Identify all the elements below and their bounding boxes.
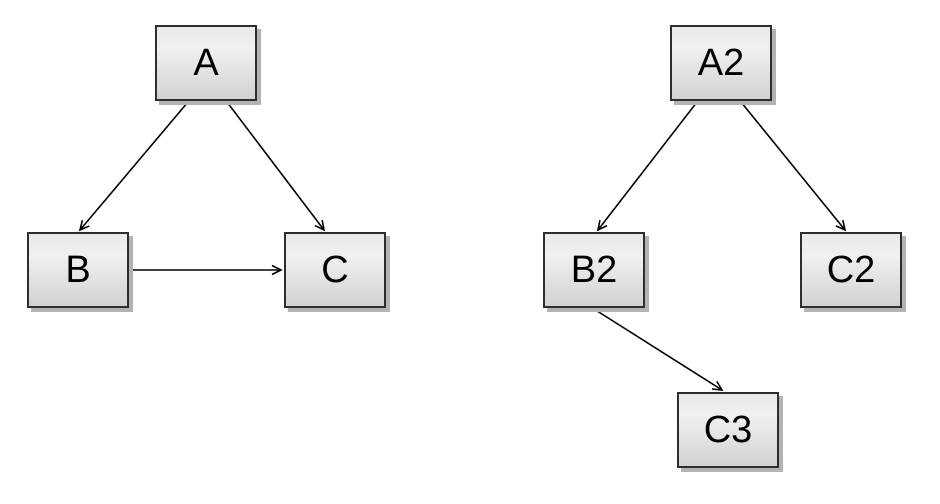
edge-A-to-B (78, 101, 189, 232)
node-C2[interactable]: C2 (800, 232, 902, 308)
node-A2[interactable]: A2 (670, 25, 772, 101)
node-B2[interactable]: B2 (543, 232, 645, 308)
node-C2-label: C2 (826, 249, 876, 291)
node-C3-label: C3 (703, 409, 753, 451)
edge-A2-to-C2 (740, 101, 847, 232)
node-A[interactable]: A (155, 25, 257, 101)
node-A2-label: A2 (697, 42, 745, 84)
node-B[interactable]: B (27, 232, 129, 308)
node-B-label: B (65, 249, 91, 291)
node-A-label: A (193, 42, 219, 84)
edge-A-to-C (226, 101, 326, 232)
node-B2-label: B2 (570, 249, 618, 291)
node-C3[interactable]: C3 (677, 392, 779, 468)
node-C-label: C (321, 249, 349, 291)
node-C[interactable]: C (284, 232, 386, 308)
edge-B2-to-C3 (593, 308, 724, 391)
edge-A2-to-B2 (596, 101, 698, 232)
